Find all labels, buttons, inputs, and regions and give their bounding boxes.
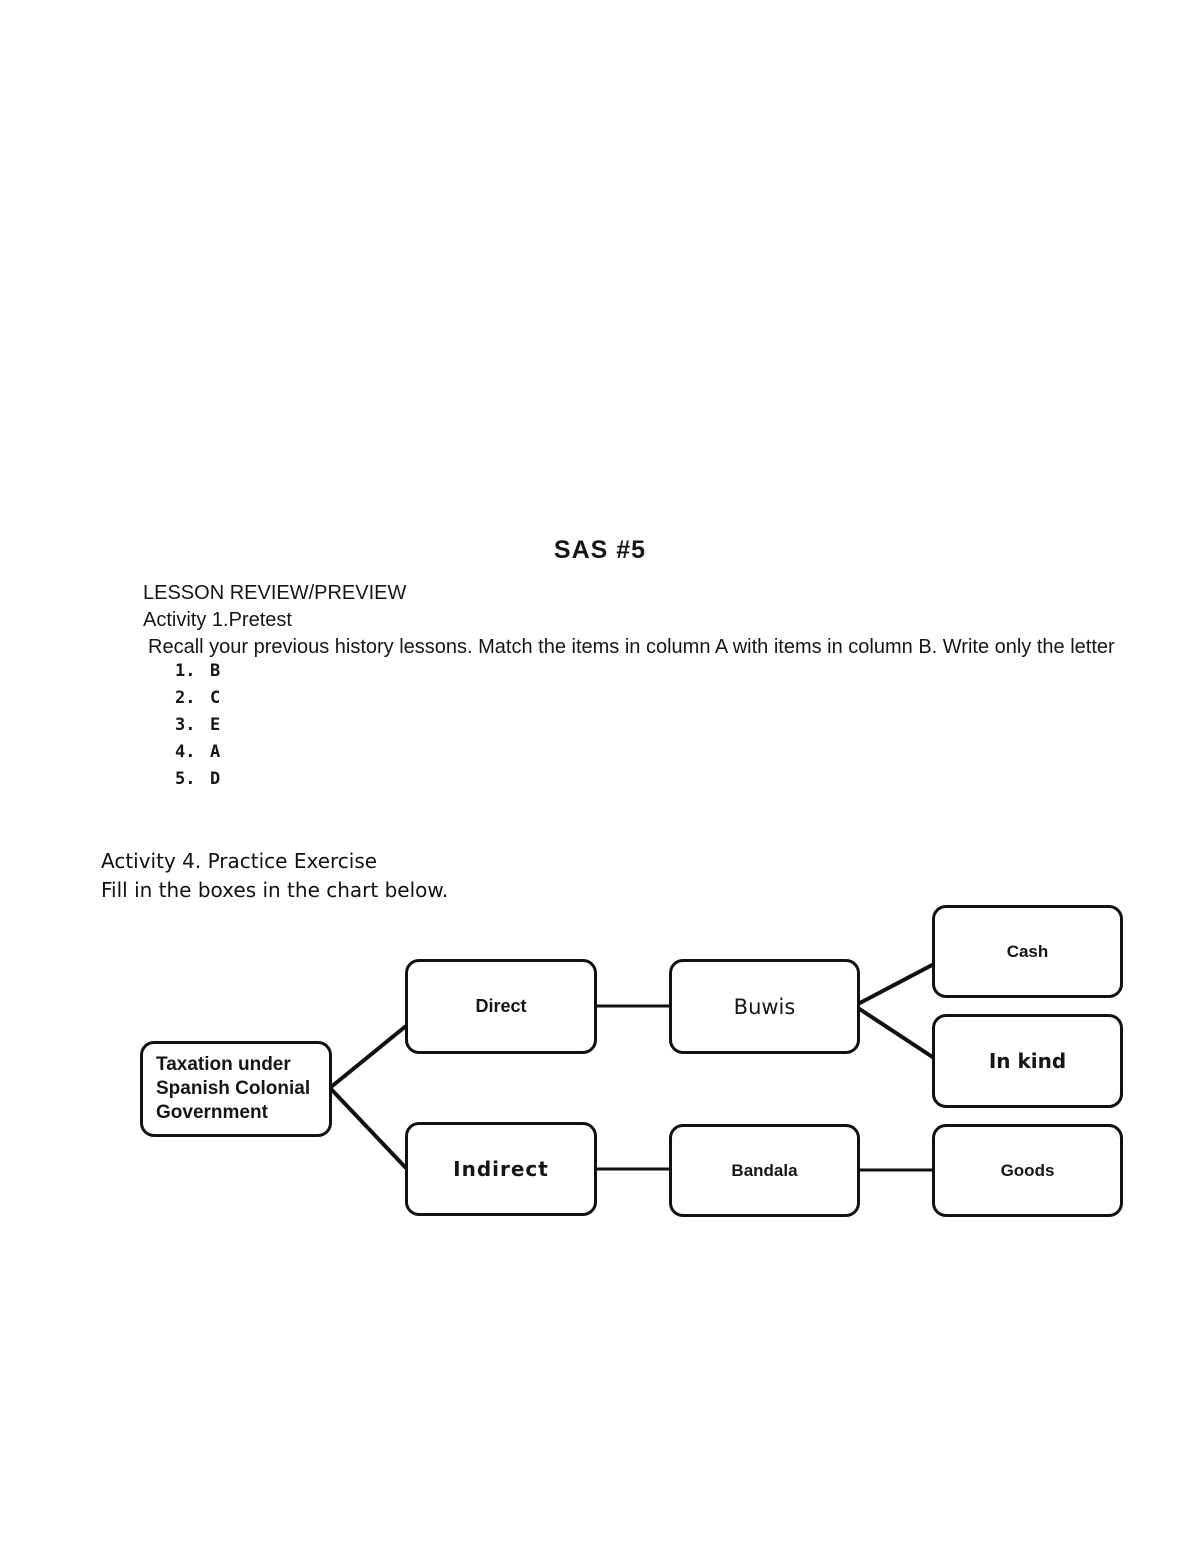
answer-letter: B (210, 661, 221, 681)
list-item: 3. E (175, 715, 220, 742)
diagram-node-in-kind: In kind (932, 1014, 1123, 1108)
answer-letter: C (210, 688, 221, 708)
list-item: 5. D (175, 769, 220, 796)
edge-buwis-inkind (856, 1006, 936, 1060)
list-item: 2. C (175, 688, 220, 715)
node-label: Indirect (453, 1157, 549, 1181)
node-label: Goods (1000, 1160, 1055, 1180)
node-label: Taxation under Spanish Colonial Governme… (156, 1054, 311, 1123)
activity-1-label: Activity 1.Pretest (143, 609, 292, 631)
node-label: Buwis (733, 994, 796, 1019)
diagram-node-indirect: Indirect (405, 1122, 597, 1216)
activity-4-heading: Activity 4. Practice Exercise (101, 849, 378, 873)
node-label: Direct (475, 996, 527, 1016)
answer-number: 4. (175, 742, 196, 762)
answer-number: 3. (175, 715, 196, 735)
answer-number: 1. (175, 661, 196, 681)
answer-letter: D (210, 769, 221, 789)
node-label: Cash (1006, 941, 1049, 961)
diagram-node-taxation-root: Taxation under Spanish Colonial Governme… (140, 1041, 332, 1137)
node-label: In kind (988, 1049, 1067, 1073)
node-label: Bandala (731, 1160, 798, 1180)
edge-root-direct (329, 1024, 408, 1089)
diagram-node-buwis: Buwis (669, 959, 860, 1054)
list-item: 4. A (175, 742, 220, 769)
answer-letter: A (210, 742, 221, 762)
diagram-node-bandala: Bandala (669, 1124, 860, 1217)
pretest-answer-list: 1. B 2. C 3. E 4. A 5. D (175, 661, 220, 796)
answer-letter: E (210, 715, 221, 735)
answer-number: 5. (175, 769, 196, 789)
pretest-instructions: Recall your previous history lessons. Ma… (148, 636, 1115, 658)
diagram-node-cash: Cash (932, 905, 1123, 998)
list-item: 1. B (175, 661, 220, 688)
diagram-node-goods: Goods (932, 1124, 1123, 1217)
answer-number: 2. (175, 688, 196, 708)
lesson-review-heading: LESSON REVIEW/PREVIEW (143, 582, 407, 604)
edge-buwis-cash (857, 962, 935, 1006)
diagram-node-direct: Direct (405, 959, 597, 1054)
page-title: SAS #5 (553, 536, 647, 564)
practice-instructions: Fill in the boxes in the chart below. (101, 878, 449, 902)
edge-root-indirect (329, 1087, 408, 1170)
